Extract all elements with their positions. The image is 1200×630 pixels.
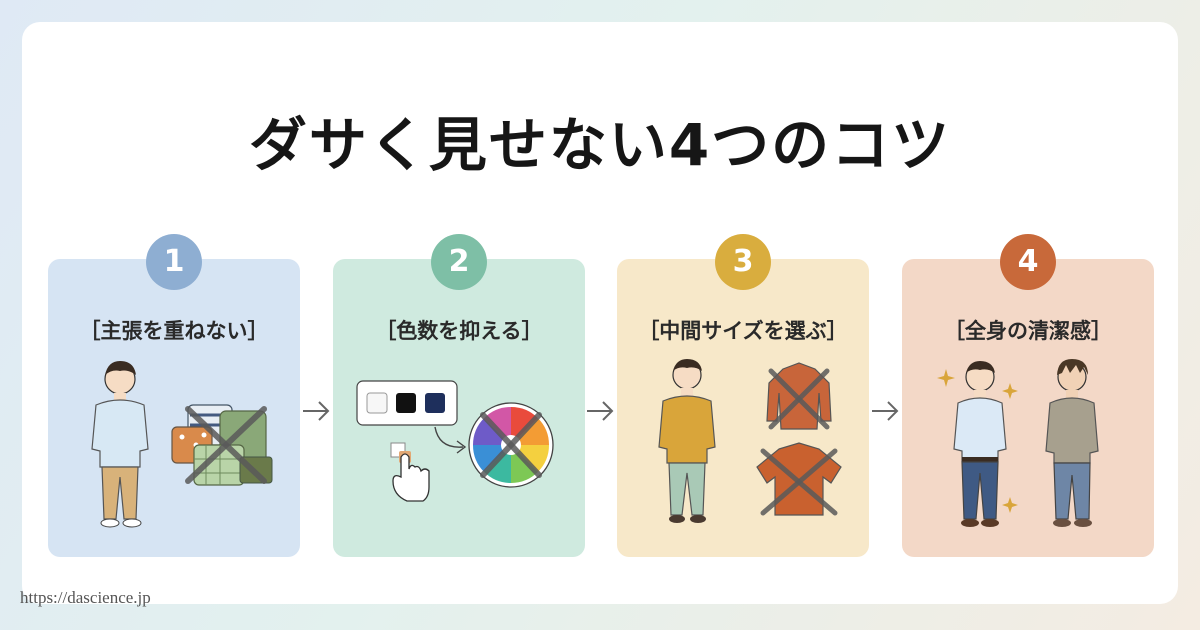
arrow-right-icon bbox=[587, 401, 614, 421]
arrow-right-icon bbox=[872, 401, 899, 421]
tip-title-1: ［主張を重ねない］ bbox=[79, 319, 269, 343]
arrow-right-icon bbox=[303, 401, 330, 421]
step-badge-2: 2 bbox=[431, 234, 487, 290]
tip-title-4: ［全身の清潔感］ bbox=[944, 319, 1112, 343]
clean-look-illustration bbox=[937, 359, 1099, 527]
color-palette-illustration bbox=[356, 380, 554, 502]
tip-panel-4: ［全身の清潔感］ bbox=[902, 259, 1154, 557]
step-badge-1: 1 bbox=[146, 234, 202, 290]
source-url: https://dascience.jp bbox=[20, 588, 151, 607]
tip-panel-3: ［中間サイズを選ぶ］ bbox=[617, 259, 869, 557]
page-title: ダサく見せない4つのコツ bbox=[248, 111, 952, 179]
step-badge-4: 4 bbox=[1000, 234, 1056, 290]
tip-panel-2: ［色数を抑える］ bbox=[333, 259, 585, 557]
step-badge-3: 3 bbox=[715, 234, 771, 290]
tip-panel-1: ［主張を重ねない］ bbox=[48, 259, 300, 557]
tip-title-3: ［中間サイズを選ぶ］ bbox=[638, 319, 848, 343]
simple-outfit-illustration bbox=[91, 361, 273, 528]
mid-size-illustration bbox=[658, 359, 842, 523]
tip-title-2: ［色数を抑える］ bbox=[375, 319, 543, 343]
